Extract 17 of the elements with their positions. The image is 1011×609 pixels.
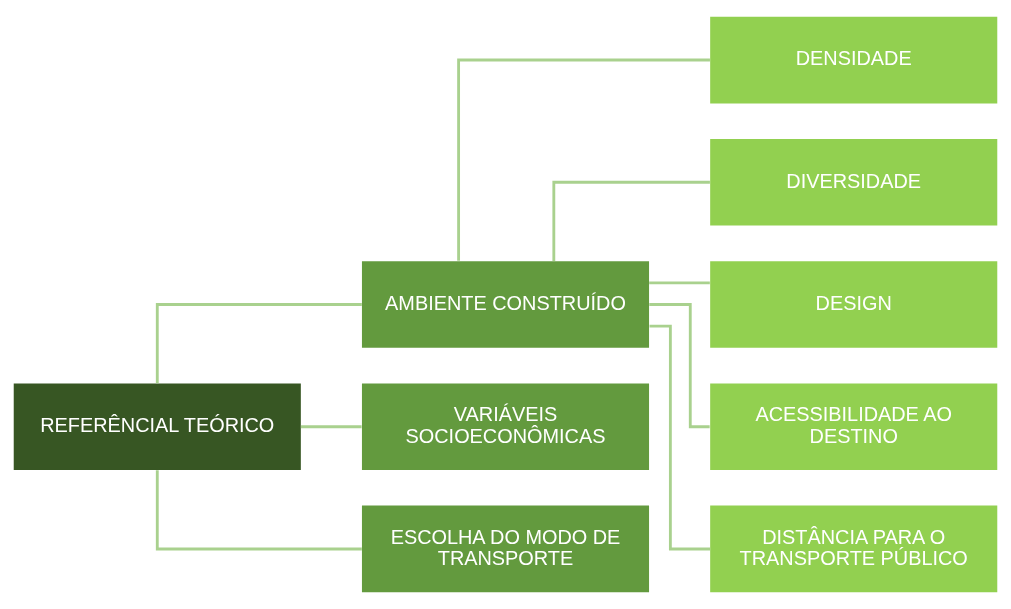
connector (155, 470, 362, 551)
node-box: VARIÁVEIS SOCIOECONÔMICAS (361, 383, 650, 471)
node-box: AMBIENTE CONSTRUÍDO (361, 261, 650, 348)
node-box: ACESSIBILIDADE AO DESTINO (710, 383, 998, 471)
node-box: REFERÊNCIAL TEÓRICO (13, 383, 301, 471)
node-box: DIVERSIDADE (710, 138, 998, 226)
connector (155, 303, 362, 384)
connector (649, 303, 710, 429)
connector (649, 281, 710, 285)
connector (649, 324, 711, 551)
node-box: DENSIDADE (710, 16, 998, 104)
node-box: ESCOLHA DO MODO DE TRANSPORTE (361, 505, 650, 593)
node-box: DISTÂNCIA PARA O TRANSPORTE PÚBLICO (710, 505, 998, 593)
connector (457, 58, 710, 261)
node-box: DESIGN (710, 261, 998, 348)
connector (552, 180, 710, 262)
connector (300, 425, 362, 429)
